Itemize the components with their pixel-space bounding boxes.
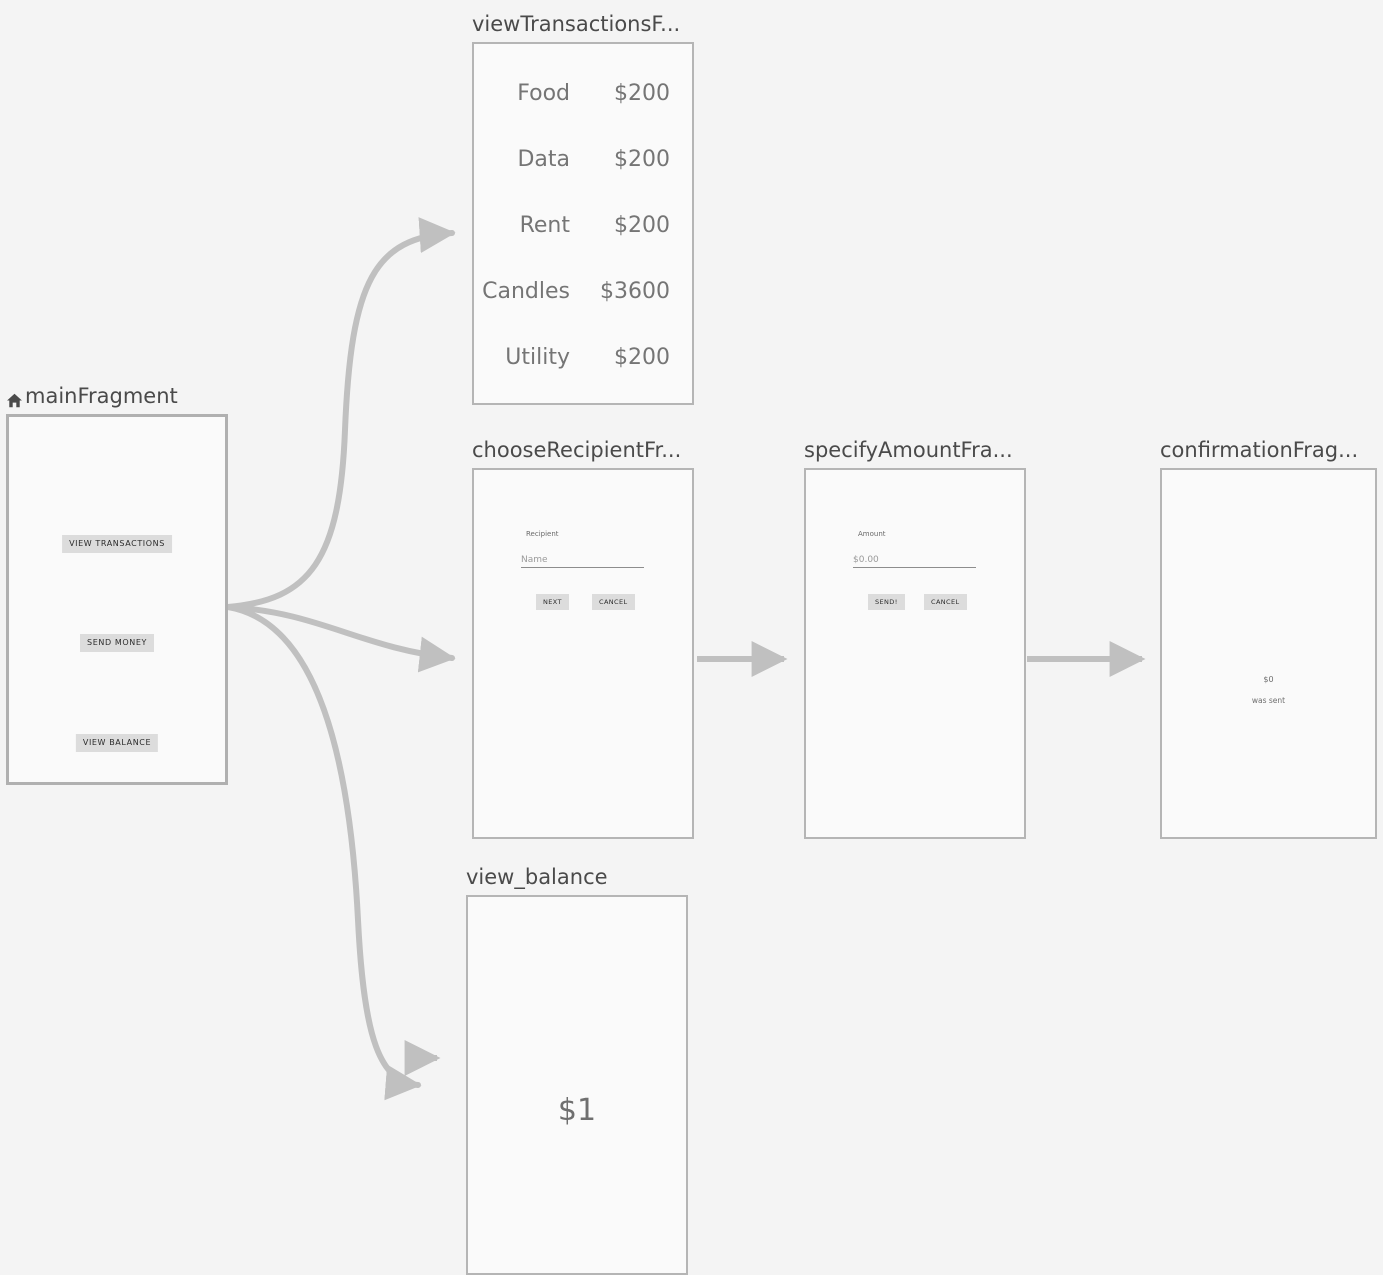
- recipient-name-input[interactable]: Name: [521, 555, 644, 568]
- next-button[interactable]: NEXT: [536, 594, 569, 610]
- node-view-transactions-fragment[interactable]: viewTransactionsF... Food $200 Data $200…: [472, 11, 694, 405]
- node-view-balance-fragment[interactable]: view_balance $1: [466, 864, 688, 1275]
- card-main-fragment[interactable]: VIEW TRANSACTIONS SEND MONEY VIEW BALANC…: [6, 414, 228, 785]
- transaction-amount: $3600: [600, 279, 670, 304]
- node-title-text: mainFragment: [25, 384, 178, 408]
- node-specify-amount-fragment[interactable]: specifyAmountFra... Amount $0.00 SEND! C…: [804, 437, 1026, 839]
- edge-main-to-choose-recipient[interactable]: [225, 604, 456, 673]
- transaction-name: Rent: [519, 213, 570, 238]
- home-icon: [6, 389, 23, 407]
- amount-field-label: Amount: [858, 530, 886, 538]
- edge-main-to-view-transactions[interactable]: [225, 217, 456, 610]
- node-title-confirmation-fragment: confirmationFrag...: [1160, 438, 1359, 462]
- transaction-amount: $200: [614, 345, 670, 370]
- node-title-choose-recipient-fragment: chooseRecipientFr...: [472, 438, 682, 462]
- table-row: Data $200: [474, 146, 692, 174]
- preview-button-send-money[interactable]: SEND MONEY: [80, 634, 154, 652]
- send-button[interactable]: SEND!: [868, 594, 905, 610]
- preview-button-view-balance[interactable]: VIEW BALANCE: [75, 734, 159, 752]
- transaction-name: Food: [517, 81, 570, 106]
- node-main-fragment[interactable]: mainFragment VIEW TRANSACTIONS SEND MONE…: [6, 383, 228, 785]
- confirmation-message: was sent: [1251, 696, 1286, 705]
- cancel-button[interactable]: CANCEL: [924, 594, 967, 610]
- card-confirmation-fragment[interactable]: $0 was sent: [1160, 468, 1377, 839]
- node-choose-recipient-fragment[interactable]: chooseRecipientFr... Recipient Name NEXT…: [472, 437, 694, 839]
- edge-main-to-view-balance[interactable]: [225, 604, 422, 1101]
- cancel-button[interactable]: CANCEL: [592, 594, 635, 610]
- balance-amount: $1: [557, 1093, 597, 1128]
- card-specify-amount-fragment[interactable]: Amount $0.00 SEND! CANCEL: [804, 468, 1026, 839]
- node-title-main-fragment: mainFragment: [6, 383, 228, 409]
- node-confirmation-fragment[interactable]: confirmationFrag... $0 was sent: [1160, 437, 1377, 839]
- node-title-view-transactions-fragment: viewTransactionsF...: [472, 12, 681, 36]
- table-row: Utility $200: [474, 344, 692, 372]
- table-row: Candles $3600: [474, 278, 692, 306]
- amount-input[interactable]: $0.00: [853, 555, 976, 568]
- table-row: Rent $200: [474, 212, 692, 240]
- transaction-name: Data: [517, 147, 570, 172]
- confirmation-amount: $0: [1263, 675, 1274, 684]
- recipient-field-label: Recipient: [526, 530, 559, 538]
- node-title-view-balance-fragment: view_balance: [466, 865, 608, 889]
- transaction-amount: $200: [614, 213, 670, 238]
- table-row: Food $200: [474, 80, 692, 108]
- preview-button-view-transactions[interactable]: VIEW TRANSACTIONS: [62, 535, 172, 553]
- card-choose-recipient-fragment[interactable]: Recipient Name NEXT CANCEL: [472, 468, 694, 839]
- card-view-transactions-fragment[interactable]: Food $200 Data $200 Rent $200 Candles $3…: [472, 42, 694, 405]
- transaction-name: Utility: [505, 345, 570, 370]
- card-view-balance-fragment[interactable]: $1: [466, 895, 688, 1275]
- transaction-amount: $200: [614, 81, 670, 106]
- transaction-amount: $200: [614, 147, 670, 172]
- transaction-name: Candles: [482, 279, 570, 304]
- node-title-specify-amount-fragment: specifyAmountFra...: [804, 438, 1013, 462]
